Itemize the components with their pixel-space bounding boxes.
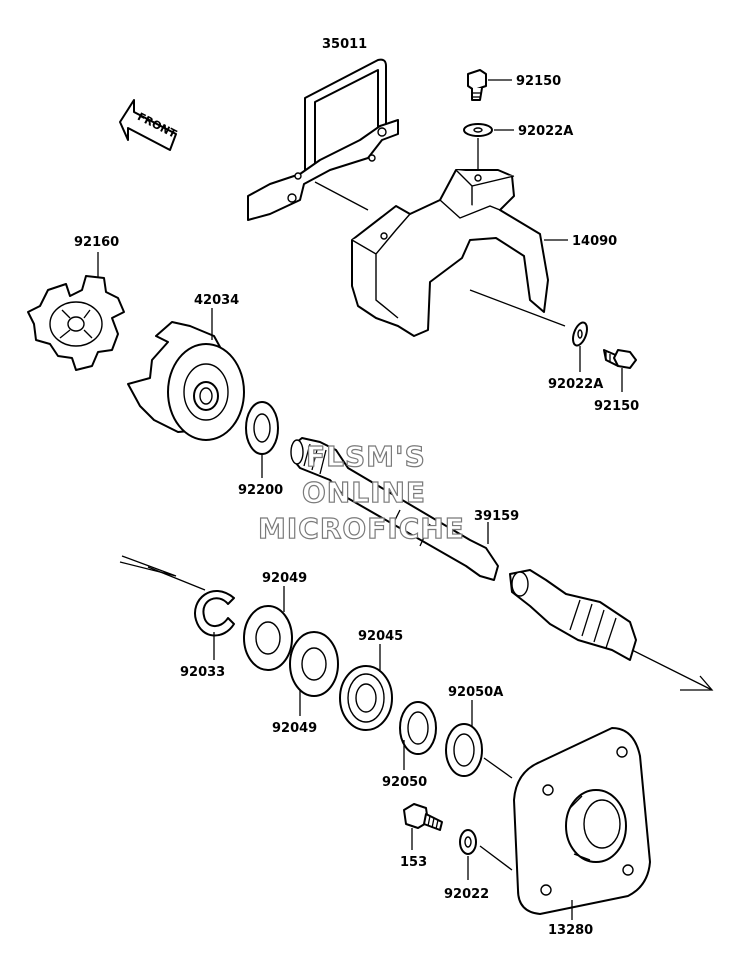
- washer-92022a-mid: [572, 321, 588, 372]
- label-92050: 92050: [382, 775, 427, 790]
- part-labels: 35011 92150 92022A 14090 92160 42034 920…: [74, 37, 639, 938]
- bolt-92150-top: [467, 69, 512, 101]
- bolt-153: [403, 803, 443, 850]
- seal-92050a: [445, 700, 513, 779]
- axis-line: [119, 555, 714, 691]
- label-42034: 42034: [194, 293, 239, 308]
- label-92022: 92022: [444, 887, 489, 902]
- housing-13280: [513, 727, 651, 920]
- seal-92050: [399, 701, 437, 770]
- label-92150-top: 92150: [516, 74, 561, 89]
- watermark: FLSM'S ONLINE MICROFICHE: [257, 439, 465, 545]
- watermark-line-1: FLSM'S: [306, 440, 426, 473]
- watermark-line-3: MICROFICHE: [258, 512, 465, 545]
- impeller-42034: [127, 308, 245, 441]
- washer-92200: [245, 401, 279, 478]
- label-14090: 14090: [572, 234, 617, 249]
- washer-92022: [459, 829, 513, 880]
- label-35011: 35011: [322, 37, 367, 52]
- label-92022a-mid: 92022A: [548, 377, 603, 392]
- washer-92049-a: [243, 586, 293, 671]
- bearing-92045: [339, 644, 393, 731]
- label-39159: 39159: [474, 509, 519, 524]
- label-92022a-top: 92022A: [518, 124, 573, 139]
- cover-14090: [351, 169, 568, 337]
- front-arrow-icon: FRONT: [119, 99, 179, 151]
- label-92200: 92200: [238, 483, 283, 498]
- label-13280: 13280: [548, 923, 593, 938]
- circlip-92033: [194, 590, 235, 660]
- label-92033: 92033: [180, 665, 225, 680]
- shaft-39159: [290, 437, 637, 661]
- bolt-92150-mid: [603, 349, 637, 392]
- watermark-line-2: ONLINE: [302, 476, 426, 509]
- label-92160: 92160: [74, 235, 119, 250]
- label-92150-mid: 92150: [594, 399, 639, 414]
- coupler-92160: [27, 252, 125, 371]
- washer-92049-b: [289, 631, 339, 716]
- label-92050a: 92050A: [448, 685, 503, 700]
- label-92049-a: 92049: [262, 571, 307, 586]
- label-92049-b: 92049: [272, 721, 317, 736]
- washer-92022a-top: [463, 123, 514, 180]
- bracket-35011: [247, 58, 399, 221]
- label-92045: 92045: [358, 629, 403, 644]
- label-153: 153: [400, 855, 427, 870]
